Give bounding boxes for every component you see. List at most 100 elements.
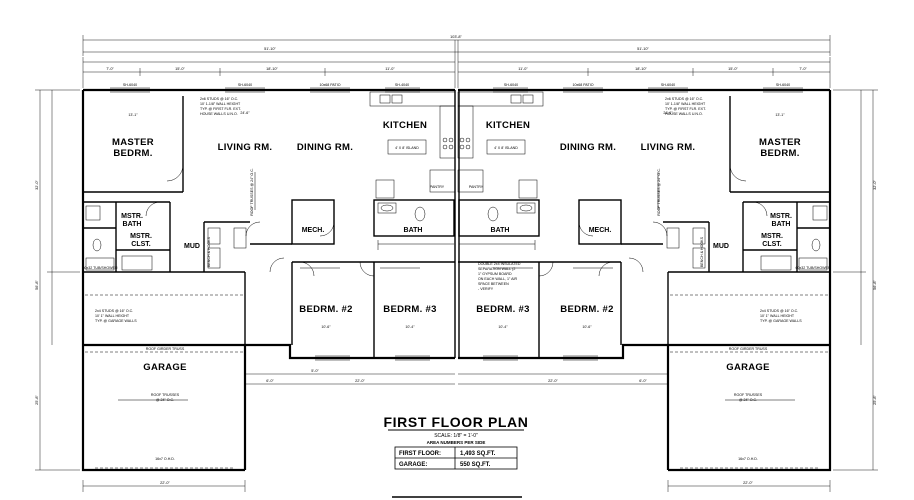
overhead-door-note: 16x7 O.H.D. bbox=[738, 457, 758, 461]
area-garage-value: 550 SQ.FT. bbox=[460, 462, 491, 468]
garage-width-dim: 22'-0" bbox=[160, 481, 170, 485]
room-garage-label: GARAGE bbox=[143, 362, 187, 373]
bottom-dim: 6'-0" bbox=[266, 379, 274, 383]
window-tag: SH-6040 bbox=[661, 83, 675, 87]
room-mud-label: MUD bbox=[184, 243, 200, 250]
top-dim-r2: 18'-10" bbox=[635, 67, 647, 71]
plan-scale: SCALE: 1/8" = 1'-0" bbox=[434, 433, 478, 439]
roof-truss-note: ROOF TRUSSES @ 24" O.C. bbox=[250, 168, 254, 216]
party-wall-note: - VERIFY bbox=[478, 287, 494, 291]
roof-truss-note: ROOF TRUSSES bbox=[734, 393, 763, 397]
stud-note: 10' 1-1/8" WALL HEIGHT bbox=[665, 102, 706, 106]
room-size: 24'-6" bbox=[240, 111, 250, 115]
window-tag: SH-4040 bbox=[395, 83, 409, 87]
room-mstr-bath-label: MSTR. bbox=[121, 213, 143, 220]
party-wall-note: SPACE BETWEEN bbox=[478, 282, 509, 286]
stud-note: 10' 1-1/8" WALL HEIGHT bbox=[200, 102, 241, 106]
room-bath-label: BATH bbox=[404, 227, 423, 234]
stud-note: TYP. @ FIRST FLR. EXT. bbox=[200, 107, 241, 111]
roof-truss-note: ROOF TRUSSES bbox=[151, 393, 180, 397]
left-dim-3: 25'-8" bbox=[35, 395, 39, 405]
left-dim-2: 56'-8" bbox=[35, 280, 39, 290]
left-dim-1: 32'-0" bbox=[35, 180, 39, 190]
room-dining-label: DINING RM. bbox=[297, 142, 353, 153]
top-dim-l2: 15'-0" bbox=[175, 67, 185, 71]
top-dim-r3: 15'-0" bbox=[728, 67, 738, 71]
room-living-label: LIVING RM. bbox=[218, 142, 273, 153]
bottom-dim: 5'-0" bbox=[311, 369, 319, 373]
roof-truss-note: @ 24" O.C. bbox=[156, 398, 174, 402]
left-half-dimension: 51'-10" bbox=[264, 47, 276, 51]
window-tag: SH-6040 bbox=[776, 83, 790, 87]
party-wall-note: ON EACH WALL, 1" AIR bbox=[478, 277, 517, 281]
garage-stud-note: TYP. @ GARAGE WALLS bbox=[95, 319, 137, 323]
party-wall-note: DOUBLE 2x4 INSULATED bbox=[478, 262, 521, 266]
top-dim-l4: 11'-0" bbox=[385, 67, 395, 71]
room-bedroom2-label: BEDRM. #2 bbox=[560, 304, 613, 315]
room-living-label: LIVING RM. bbox=[641, 142, 696, 153]
bench-note: BENCH & HOOKS bbox=[700, 236, 704, 267]
garage-width-dim: 22'-0" bbox=[743, 481, 753, 485]
room-size: 10'-6" bbox=[582, 325, 592, 329]
room-size: 10'-4" bbox=[405, 325, 415, 329]
stud-note: 2x6 STUDS @ 16" O.C. bbox=[200, 97, 238, 101]
right-dim-2: 56'-8" bbox=[873, 280, 877, 290]
kitchen-island: 4' X 8' ISLAND bbox=[494, 146, 518, 150]
room-mstr-bath-label: BATH bbox=[123, 221, 142, 228]
right-dim-1: 32'-0" bbox=[873, 180, 877, 190]
garage-stud-note: 2x4 STUDS @ 16" O.C. bbox=[760, 309, 798, 313]
room-mstr-bath-label: MSTR. bbox=[770, 213, 792, 220]
room-mud-label: MUD bbox=[713, 243, 729, 250]
room-garage-label: GARAGE bbox=[726, 362, 770, 373]
bench-note: BENCH & HOOKS bbox=[207, 236, 211, 267]
kitchen-island: 4' X 8' ISLAND bbox=[395, 146, 419, 150]
room-mech-label: MECH. bbox=[302, 227, 325, 234]
room-size: 10'-6" bbox=[321, 325, 331, 329]
top-dim-r1: 11'-0" bbox=[518, 67, 528, 71]
plan-title: FIRST FLOOR PLAN bbox=[384, 414, 529, 430]
room-bath-label: BATH bbox=[491, 227, 510, 234]
room-mstr-bath-label: BATH bbox=[772, 221, 791, 228]
top-dim-r4: 7'-0" bbox=[799, 67, 807, 71]
area-first-floor-label: FIRST FLOOR: bbox=[399, 451, 441, 457]
roof-truss-note: @ 24" O.C. bbox=[739, 398, 757, 402]
bottom-dim: 6'-0" bbox=[639, 379, 647, 383]
room-mstr-clst-label: MSTR. bbox=[761, 233, 783, 240]
party-wall-note: 1" GYPSUM BOARD bbox=[478, 272, 512, 276]
top-dim-l1: 7'-0" bbox=[106, 67, 114, 71]
room-dining-label: DINING RM. bbox=[560, 142, 616, 153]
stud-note: TYP. @ FIRST FLR. EXT. bbox=[665, 107, 706, 111]
area-header: AREA NUMBERS PER SIDE bbox=[427, 440, 486, 445]
room-master-bedroom-label: MASTER bbox=[759, 137, 801, 148]
room-mstr-clst-label: CLST. bbox=[131, 241, 151, 248]
right-dim-3: 25'-8" bbox=[873, 395, 877, 405]
girder-note: ROOF GIRDER TRUSS bbox=[729, 347, 768, 351]
window-tag: SH-6040 bbox=[238, 83, 252, 87]
room-bedroom2-label: BEDRM. #2 bbox=[299, 304, 352, 315]
roof-truss-note: ROOF TRUSSES @ 24" O.C. bbox=[657, 168, 661, 216]
overhead-door-note: 16x7 O.H.D. bbox=[155, 457, 175, 461]
stud-note: HOUSE WALLS U.N.O. bbox=[200, 112, 238, 116]
right-half-dimension: 51'-10" bbox=[637, 47, 649, 51]
pantry-label: PANTRY bbox=[430, 185, 445, 189]
bottom-dim: 22'-0" bbox=[548, 379, 558, 383]
room-mech-label: MECH. bbox=[589, 227, 612, 234]
room-bedroom3-label: BEDRM. #3 bbox=[476, 304, 529, 315]
room-mstr-clst-label: CLST. bbox=[762, 241, 782, 248]
room-kitchen-label: KITCHEN bbox=[383, 120, 427, 131]
patio-tag: 10x68 PATIO bbox=[572, 83, 593, 87]
garage-stud-note: 10' 1" WALL HEIGHT bbox=[760, 314, 795, 318]
pantry-label: PANTRY bbox=[469, 185, 484, 189]
shower-note: 60x32 TUB/SHOWER bbox=[795, 266, 830, 270]
overall-dimension: 103'-8" bbox=[450, 35, 462, 39]
room-size: 10'-4" bbox=[498, 325, 508, 329]
window-tag: SH-6040 bbox=[504, 83, 518, 87]
room-size: 24'-6" bbox=[663, 111, 673, 115]
area-garage-label: GARAGE: bbox=[399, 462, 427, 468]
patio-tag: 10x68 PATIO bbox=[319, 83, 340, 87]
stud-note: 2x6 STUDS @ 16" O.C. bbox=[665, 97, 703, 101]
room-master-bedroom-label: BEDRM. bbox=[760, 148, 799, 159]
room-size: 13'-1" bbox=[775, 113, 785, 117]
room-mstr-clst-label: MSTR. bbox=[130, 233, 152, 240]
